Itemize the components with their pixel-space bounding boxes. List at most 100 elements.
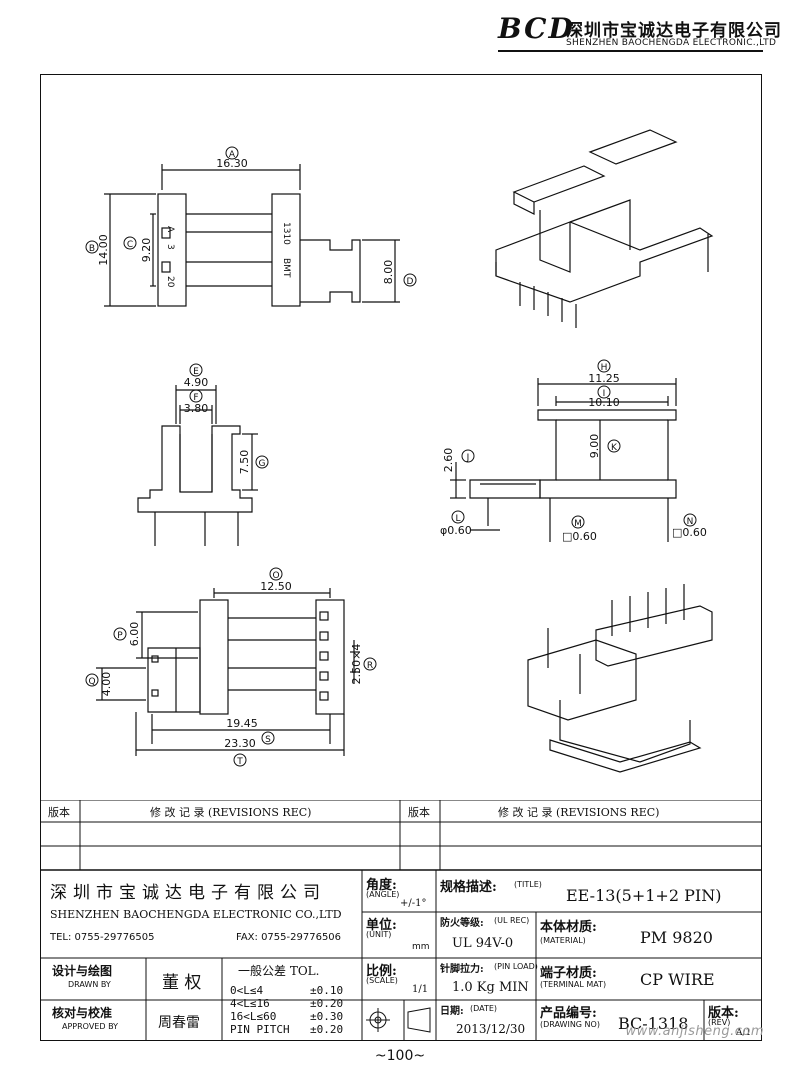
drawing-no-value: BC-1318: [618, 1014, 689, 1033]
material-value: PM 9820: [640, 928, 713, 947]
bottom-view: [96, 588, 360, 756]
date-label: 日期:: [440, 1006, 464, 1017]
title-label: 规格描述:: [440, 880, 497, 895]
tol-value-2: ±0.30: [310, 1010, 344, 1023]
terminal-label: 端子材质:: [540, 966, 597, 981]
rev-value: A/1: [736, 1028, 752, 1038]
mark-20: 20: [165, 276, 175, 288]
header-company-cn: 深圳市宝诚达电子有限公司: [566, 21, 782, 41]
drawing-frame: [40, 74, 762, 1041]
mark-3: 3: [165, 244, 175, 250]
drawn-label-en: DRAWN BY: [68, 980, 111, 989]
dim-c: 9.20: [140, 238, 153, 263]
label-m: M: [574, 519, 582, 529]
tol-value-3: ±0.20: [310, 1023, 344, 1036]
dim-g: 7.50: [238, 450, 251, 475]
drawing-no-label-en: (DRAWING NO): [540, 1020, 600, 1029]
rev-label: 版本:: [708, 1006, 739, 1021]
scale-label-en: (SCALE): [366, 976, 398, 985]
approved-value: 周春雷: [158, 1015, 200, 1031]
terminal-label-en: (TERMINAL MAT): [540, 980, 607, 989]
terminal-value: CP WIRE: [640, 970, 715, 989]
dim-t: 23.30: [224, 737, 256, 750]
material-label-en: (MATERIAL): [540, 936, 586, 945]
approved-label: 核对与校准: [52, 1006, 113, 1020]
dim-m: □0.60: [562, 530, 597, 543]
approved-label-en: APPROVED BY: [62, 1022, 119, 1031]
date-value: 2013/12/30: [456, 1022, 526, 1036]
tol-range-1: 4<L≤16: [230, 997, 270, 1010]
dim-r: 2.50×4: [350, 644, 363, 685]
dim-k: 9.00: [588, 434, 601, 459]
tol-value-1: ±0.20: [310, 997, 344, 1010]
label-h: H: [601, 363, 608, 373]
label-p: P: [117, 631, 123, 641]
label-n: N: [687, 517, 694, 527]
dim-s: 19.45: [226, 717, 258, 730]
drawn-label: 设计与绘图: [52, 964, 113, 978]
isometric-view-bottom: [527, 584, 713, 773]
label-f: F: [193, 393, 198, 403]
scale-value: 1/1: [412, 984, 429, 995]
dim-o: 12.50: [260, 580, 292, 593]
dim-d: 8.00: [382, 260, 395, 285]
technical-drawing: A 16.30 B 14.00 C 9.20 D 8.00 A 3 20 131…: [85, 129, 714, 773]
label-s: S: [265, 735, 271, 745]
title-label-en: (TITLE): [514, 880, 542, 889]
label-o: O: [272, 571, 279, 581]
tol-range-3: PIN PITCH: [230, 1023, 290, 1036]
label-b: B: [89, 244, 95, 254]
side-view: [137, 385, 258, 546]
label-a: A: [229, 150, 236, 160]
mark-1310: 1310: [281, 222, 291, 245]
label-g: G: [259, 459, 266, 469]
unit-label-en: (UNIT): [366, 930, 392, 939]
front-view: [450, 378, 677, 542]
watermark: www.anjisheng.com: [625, 1024, 764, 1039]
rev-col-version-left: 版本: [48, 806, 70, 819]
rev-col-record-right: 修 改 记 录 (REVISIONS REC): [498, 806, 660, 819]
page-number: ~100~: [374, 1048, 426, 1064]
unit-label: 单位:: [366, 918, 397, 933]
header-rule: [498, 50, 763, 52]
label-r: R: [367, 661, 373, 671]
dim-i: 10.10: [588, 396, 620, 409]
date-label-en: (DATE): [470, 1004, 498, 1013]
dim-b: 14.00: [97, 234, 110, 266]
dim-e: 4.90: [184, 376, 209, 389]
dim-n: □0.60: [672, 526, 707, 539]
rev-label-en: (REV): [708, 1018, 731, 1027]
dim-a: 16.30: [216, 157, 248, 170]
label-i: I: [603, 389, 606, 399]
tol-range-0: 0<L≤4: [230, 984, 264, 997]
ul-value: UL 94V-0: [452, 936, 514, 951]
label-e: E: [193, 367, 199, 377]
company-logo: BCD: [498, 12, 575, 45]
rev-col-record-left: 修 改 记 录 (REVISIONS REC): [150, 806, 312, 819]
drawn-value: 董 权: [162, 973, 202, 993]
pin-load-label-en: (PIN LOAD): [494, 962, 538, 971]
isometric-view-top: [495, 129, 714, 328]
title-value: EE-13(5+1+2 PIN): [566, 886, 722, 905]
label-l: L: [455, 514, 460, 524]
angle-label: 角度:: [366, 878, 397, 893]
title-block-grid: [40, 800, 762, 1041]
tb-fax: FAX: 0755-29776506: [236, 932, 342, 943]
header-company-en: SHENZHEN BAOCHENGDA ELECTRONIC.,LTD: [566, 38, 777, 48]
drawing-no-label: 产品编号:: [540, 1006, 597, 1021]
label-k: K: [611, 443, 618, 453]
rev-col-version-right: 版本: [408, 806, 430, 819]
dim-p: 6.00: [128, 622, 141, 647]
label-t: T: [236, 757, 243, 767]
angle-label-en: (ANGLE): [366, 890, 400, 899]
dim-h: 11.25: [588, 372, 620, 385]
label-j: J: [466, 453, 470, 463]
tol-range-2: 16<L≤60: [230, 1010, 277, 1023]
dim-j: 2.60: [442, 448, 455, 473]
mark-bmt: BMT: [281, 258, 291, 278]
tb-company-cn: 深圳市宝诚达电子有限公司: [50, 883, 326, 903]
tb-company-en: SHENZHEN BAOCHENGDA ELECTRONIC CO.,LTD: [50, 908, 342, 921]
label-d: D: [407, 277, 414, 287]
dim-q: 4.00: [100, 672, 113, 697]
angle-value: +/-1°: [400, 898, 427, 909]
